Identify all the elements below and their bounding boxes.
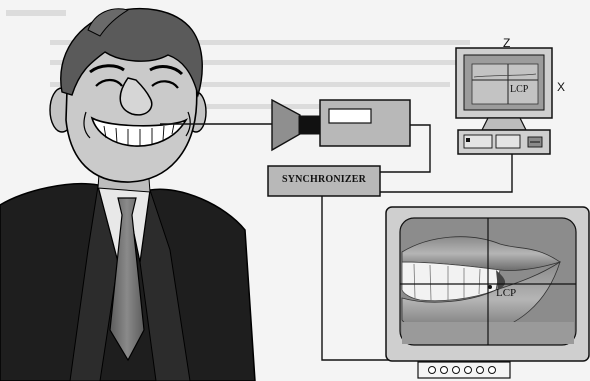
desktop-computer (456, 48, 552, 154)
lcp-screen-label: LCP (510, 85, 528, 95)
monitor-control-knobs (429, 367, 496, 374)
axis-z-label: Z (503, 37, 510, 49)
computer-monitor-stand (482, 118, 526, 130)
camera-display-window (329, 109, 371, 123)
synchronizer-label: SYNCHRONIZER (268, 175, 380, 185)
video-monitor (386, 207, 589, 378)
camera-lens-ring (299, 116, 321, 134)
axis-x-label: X (557, 81, 565, 93)
cpu-power-led (466, 138, 470, 142)
lcp-point-marker (488, 285, 492, 289)
computer-screen-inner (472, 64, 538, 104)
lcp-photo-label: LCP (496, 288, 516, 299)
cpu-drive-bay-2 (496, 135, 520, 148)
